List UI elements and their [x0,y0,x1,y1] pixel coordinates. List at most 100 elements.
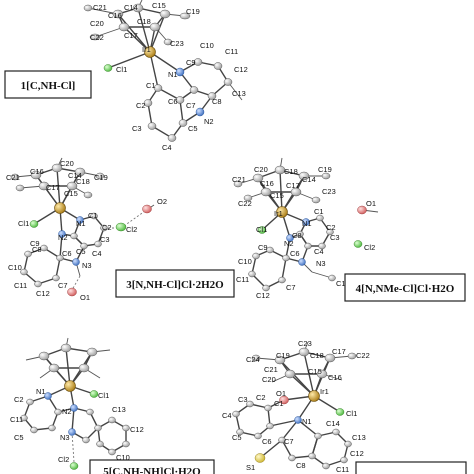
atom-label: C14 [302,175,316,184]
atom-label: C21 [93,3,107,12]
compound-label: 5[C,NH-NH]Cl·H2O [103,466,201,474]
atom-label: C6 [290,249,300,258]
atom-label: C12 [36,289,50,298]
compound-label-box [355,461,467,474]
atom-label: C3 [238,395,248,404]
atom-label: C12 [256,291,270,300]
compound-label-box [89,459,215,474]
atom-label: C14 [68,171,82,180]
atom-label: O1 [366,199,376,208]
atom-label: C15 [152,1,166,10]
atom-label: C6 [262,437,272,446]
atom-label: C6 [168,97,178,106]
atom-label: N2 [58,233,68,242]
atom-label: C17 [332,347,346,356]
atom-label: C11 [14,281,27,290]
atom-label: C12 [234,65,248,74]
atom-label: Cl1 [346,409,357,418]
atom-label: C6 [62,249,72,258]
compound-label-box [344,273,466,302]
structure-1: C21 C14 C15 C16 C18 C19 C20 C22 C17 C23 … [4,0,248,152]
atom-label: C22 [356,351,370,360]
atom-label: C11 [10,415,23,424]
atom-label: C17 [286,181,300,190]
atom-label: N1 [168,70,178,79]
atom-label: C16 [260,179,274,188]
atom-label: Cl2 [364,243,375,252]
atom-label: C11 [336,465,349,474]
atom-label: C23 [298,339,312,348]
atom-label: O1 [80,293,90,302]
atom-label: C7 [286,283,296,292]
structure-3: C20 C21 C16 C14 C19 C18 C17 C15 O2 Cl1 N… [6,157,235,302]
atom-label: C17 [124,31,138,40]
atom-label: Ir1 [320,387,329,396]
atom-label: C14 [326,419,340,428]
structure-6: C23 C24 C19 C18 C17 C22 C21 C20 C15 C16 … [222,339,467,474]
atom-label: C7 [186,101,196,110]
atom-label: S1 [246,463,255,472]
structure-5: Cl1 N1 N2 C11 C2 C13 N3 C12 C5 C10 Cl2 5… [10,337,215,474]
atom-label: C8 [296,461,306,470]
atom-label: C8 [32,245,42,254]
atom-label: C7 [58,281,68,290]
atom-label: C16 [328,373,342,382]
atom-label: N2 [62,407,72,416]
atom-label: C9 [186,58,196,67]
atom-label: C13 [336,279,350,288]
atom-label: C20 [60,159,74,168]
atom-label: C18 [310,351,324,360]
atom-label: C21 [6,173,20,182]
atom-label: C19 [276,351,290,360]
atom-label: C20 [254,165,268,174]
atom-label: Cl1 [98,391,109,400]
atom-label: C18 [284,167,298,176]
atom-label: C10 [238,257,252,266]
atom-label: C11 [225,47,238,56]
atom-label: Ir1 [274,209,283,218]
atom-label: C12 [350,449,364,458]
atom-label: N1 [76,219,86,228]
atom-label: C11 [236,275,249,284]
atom-label: C4 [92,249,102,258]
atom-label: C3 [330,233,340,242]
atom-label: C5 [232,433,242,442]
atom-label: C2 [102,223,112,232]
atom-label: N1 [302,219,312,228]
atom-label: C1 [146,81,156,90]
atom-label: C10 [8,263,22,272]
atom-label: C8 [212,97,222,106]
atom-label: C1 [274,399,284,408]
atom-label: C15 [270,191,284,200]
atom-label: C8 [292,231,302,240]
atom-label: N2 [204,117,214,126]
atom-label: C15 [308,367,322,376]
atom-label-ir: Ir1 [142,45,151,54]
atom-label: O2 [157,197,167,206]
atom-label: C4 [162,143,172,152]
atom-label: C22 [238,199,252,208]
atom-label: N3 [82,261,92,270]
atom-label: C19 [186,7,200,16]
atom-label: N2 [284,239,294,248]
atom-label: C4 [314,247,324,256]
atom-label: N1 [36,387,46,396]
atom-label: Cl1 [18,219,29,228]
structure-4: C20 C18 C14 C21 C19 C16 C17 C15 C23 C22 … [232,157,466,302]
compound-label-box [115,269,235,298]
atom-label: C18 [76,177,90,186]
atom-label: C9 [30,239,40,248]
atom-label: C10 [116,453,130,462]
atom-label: C2 [14,395,24,404]
atom-label: C17 [46,183,60,192]
atom-label: O1 [276,389,286,398]
atom-label: C1 [314,207,324,216]
atom-label: N3 [316,259,326,268]
atom-label: C24 [246,355,260,364]
compound-label-box [4,70,92,99]
atom-label: C10 [200,41,214,50]
atom-label: Cl1 [116,65,127,74]
atom-label: C7 [284,437,294,446]
atom-label: C5 [188,124,198,133]
